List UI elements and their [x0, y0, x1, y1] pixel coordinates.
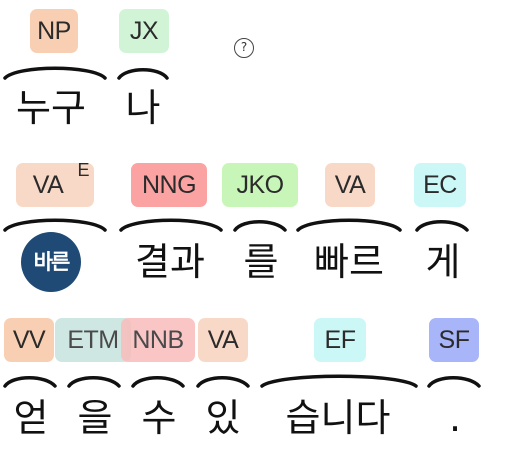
pos-tag-ec: EC	[414, 163, 466, 207]
pos-tag-jko: JKO	[222, 163, 298, 207]
morpheme-arc	[427, 376, 481, 388]
word-token: 을	[77, 396, 113, 440]
word-token: 빠르	[314, 240, 384, 284]
word-token: 수	[141, 396, 177, 440]
pos-tag-vv: VV	[4, 318, 54, 362]
morpheme-arc	[131, 376, 185, 388]
word-token: 게	[425, 240, 461, 284]
pos-tag-jx: JX	[119, 9, 169, 53]
morpheme-arc	[196, 376, 250, 388]
pos-tag-va: VA	[325, 163, 375, 207]
word-token: 결과	[135, 240, 205, 284]
word-token: 얻	[13, 396, 49, 440]
pos-tag-va: VA	[198, 318, 248, 362]
morpheme-arc	[3, 218, 107, 232]
pos-tag-ef: EF	[314, 318, 366, 362]
word-token: 나	[125, 86, 161, 130]
pos-tag-np: NP	[30, 9, 78, 53]
morpheme-arc	[3, 376, 57, 388]
morpheme-arc	[296, 218, 402, 232]
pos-tag-sf: SF	[429, 318, 479, 362]
morpheme-arc	[119, 218, 223, 232]
pos-tag-va: VA E	[16, 160, 94, 207]
word-token: 있	[205, 396, 241, 440]
word-token: 누구	[16, 86, 86, 130]
bareun-logo: 바른	[21, 232, 81, 292]
word-token: 를	[243, 240, 279, 284]
morpheme-arc	[3, 66, 107, 80]
morpheme-arc	[117, 68, 169, 80]
word-token: .	[448, 396, 462, 440]
pos-tag-nnb: NNB	[121, 318, 195, 362]
morpheme-arc	[260, 374, 418, 388]
help-icon[interactable]: ?	[234, 38, 254, 58]
word-token: 습니다	[285, 396, 391, 440]
morpheme-arc	[67, 376, 121, 388]
morpheme-arc	[233, 220, 287, 232]
pos-tag-nng: NNG	[131, 163, 207, 207]
morpheme-arc	[415, 220, 469, 232]
superscript-label: E	[77, 160, 89, 180]
pos-tag-etm: ETM	[55, 318, 131, 362]
